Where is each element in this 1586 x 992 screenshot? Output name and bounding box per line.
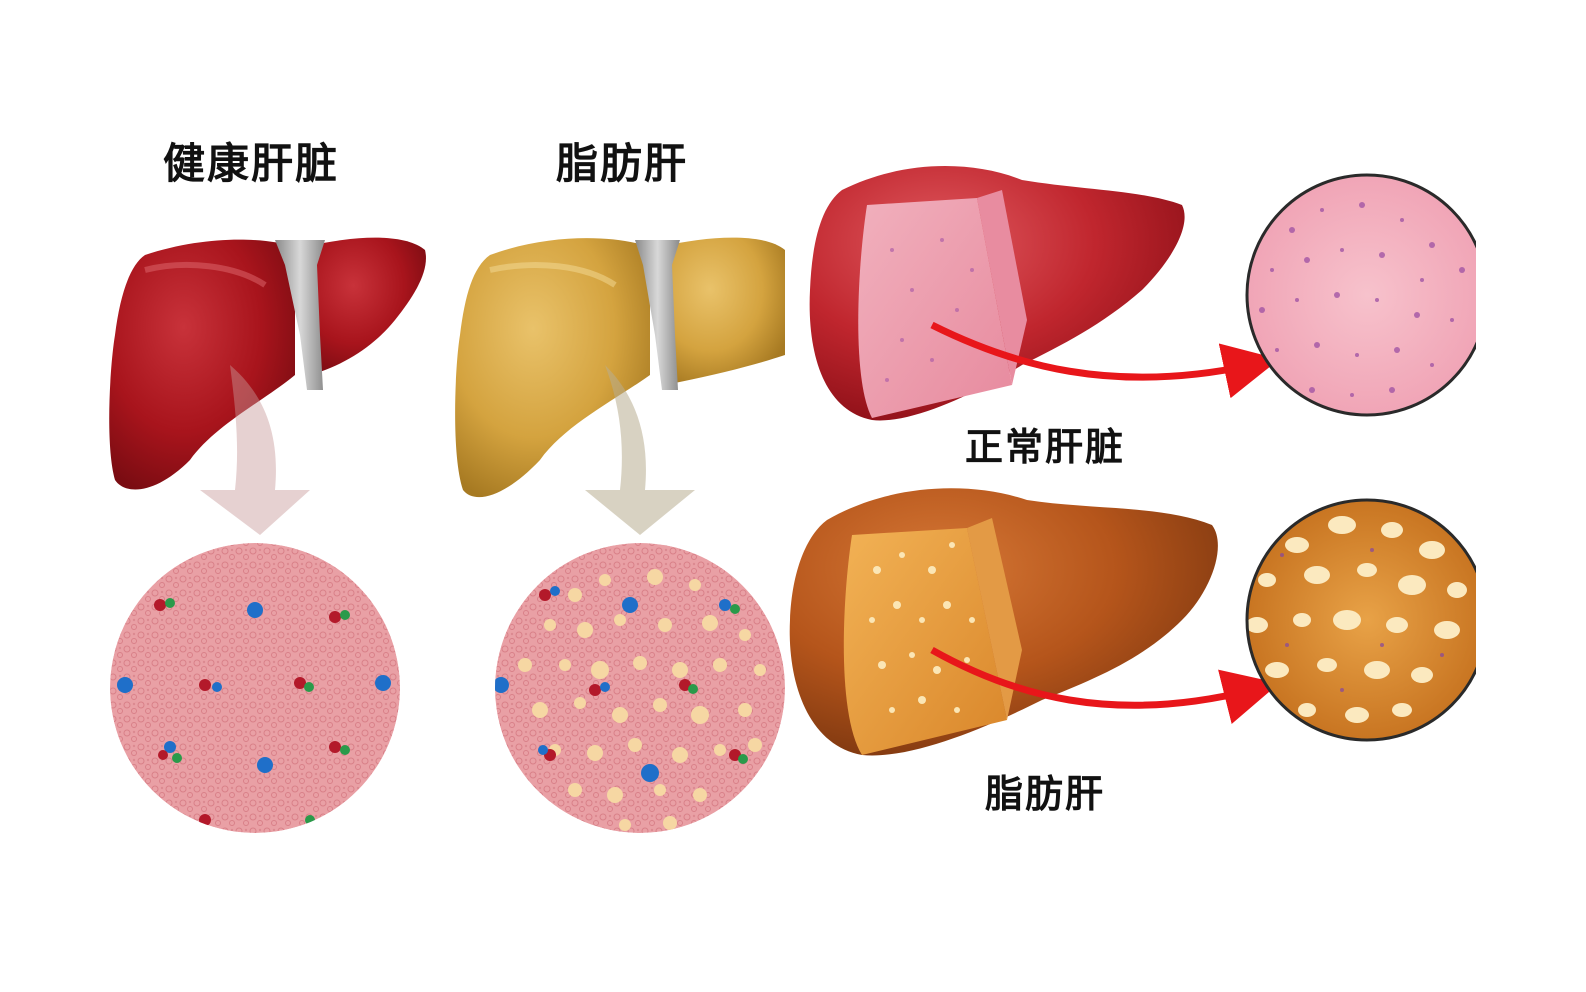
healthy-liver-title: 健康肝脏	[163, 139, 340, 188]
fatty-tissue-circle	[495, 543, 785, 833]
fatty-liver-cutaway	[789, 488, 1280, 756]
down-arrow-fatty	[585, 365, 695, 535]
magnify-arrow-normal	[930, 321, 1280, 399]
magnify-arrow-fatty	[930, 646, 1280, 724]
normal-liver-cutaway	[809, 166, 1280, 421]
normal-liver-title: 正常肝脏	[965, 425, 1126, 469]
blood-cells-fatty	[495, 586, 748, 782]
fatty-liver-title-right: 脂肪肝	[985, 772, 1106, 816]
fatty-liver-illustration	[455, 237, 785, 498]
blood-cells-healthy	[117, 598, 391, 826]
fatty-magnified-circle	[1245, 498, 1476, 742]
right-illustration-panel	[789, 166, 1476, 756]
fatty-liver-title-left: 脂肪肝	[556, 139, 689, 188]
left-illustration-panel	[109, 237, 785, 833]
healthy-tissue-circle	[110, 543, 400, 833]
down-arrow-healthy	[200, 365, 310, 535]
fat-droplets-left	[518, 569, 766, 831]
normal-magnified-circle	[1245, 173, 1476, 417]
healthy-liver-illustration	[109, 237, 426, 490]
